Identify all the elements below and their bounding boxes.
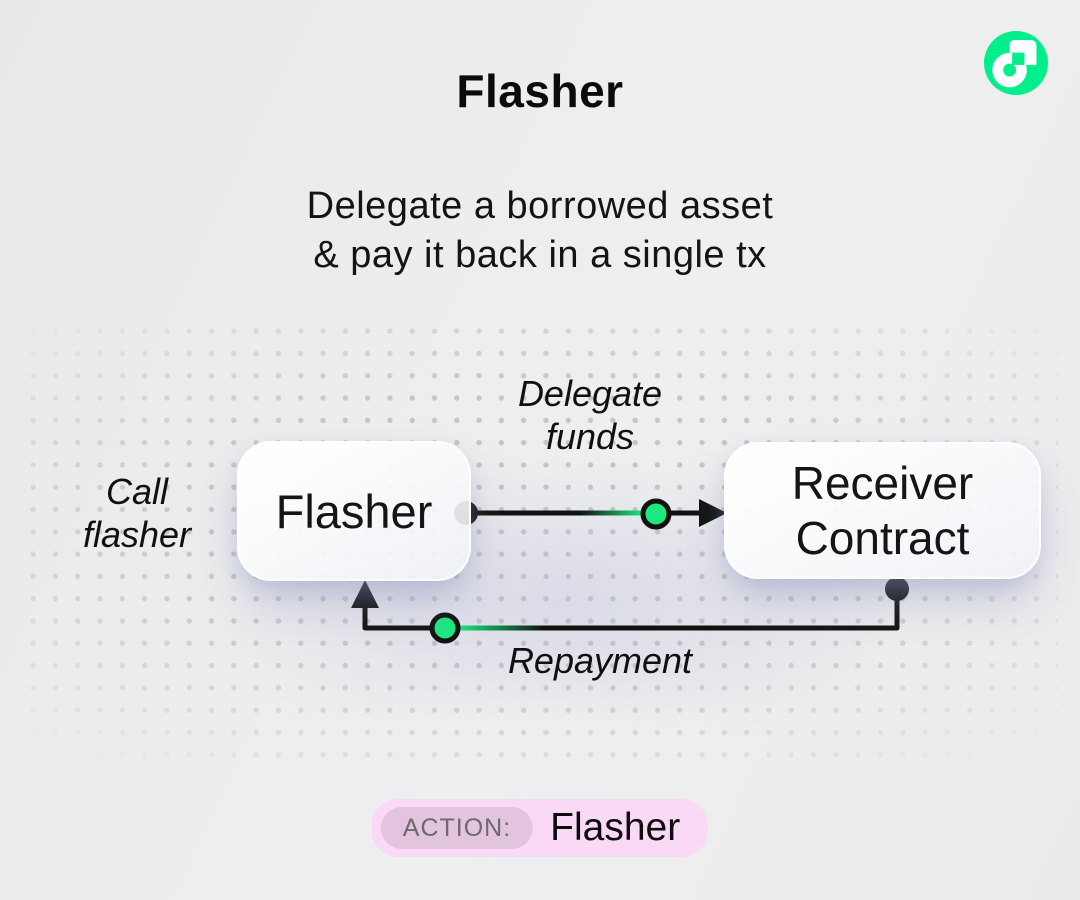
action-badge: ACTION: Flasher	[371, 799, 709, 857]
page-subtitle-line1: Delegate a borrowed asset	[306, 185, 774, 227]
delegate-funds-label: Delegate funds	[480, 372, 700, 458]
repayment-label: Repayment	[507, 640, 693, 681]
call-flasher-label: Call flasher	[37, 470, 237, 556]
action-badge-value: Flasher	[550, 806, 681, 849]
flow-logo-icon	[984, 31, 1048, 95]
delegate-funds-label-line1: Delegate	[517, 373, 663, 414]
call-flasher-label-line2: flasher	[82, 514, 192, 555]
node-receiver-label-line2: Contract	[795, 511, 970, 564]
page-title: Flasher	[456, 65, 624, 117]
node-receiver-label: Receiver Contract	[792, 456, 974, 566]
action-badge-prefix: ACTION:	[380, 807, 534, 849]
node-flasher-label: Flasher	[275, 484, 433, 538]
node-flasher: Flasher	[237, 441, 471, 581]
node-receiver: Receiver Contract	[724, 442, 1041, 579]
delegate-funds-label-line2: funds	[545, 416, 635, 457]
page-subtitle: Delegate a borrowed asset & pay it back …	[0, 182, 1080, 280]
node-receiver-label-line1: Receiver	[791, 456, 974, 509]
page-subtitle-line2: & pay it back in a single tx	[313, 234, 767, 276]
flow-logo-svg	[984, 31, 1048, 95]
call-flasher-label-line1: Call	[105, 471, 168, 512]
